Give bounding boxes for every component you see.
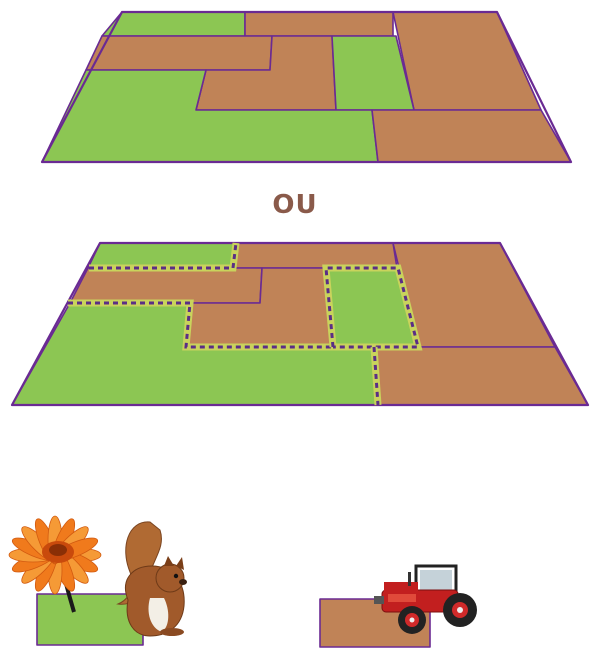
bottom-field-brown-top-middle	[232, 243, 397, 268]
bottom-field-brown-bottom-right	[373, 347, 588, 405]
bottom-field-brown-row2-left	[70, 268, 262, 303]
top-field-green-top-left	[102, 12, 245, 36]
top-landscape	[42, 12, 571, 162]
top-field-brown-top-right	[393, 12, 541, 110]
squirrel-icon	[118, 522, 187, 636]
top-field-brown-top-middle	[245, 12, 393, 36]
top-field-brown-row2-left	[86, 36, 272, 70]
bottom-field-green-top-left	[88, 243, 235, 268]
hedge-bottom-divider	[374, 347, 378, 405]
top-field-brown-bottom-right	[372, 110, 571, 162]
